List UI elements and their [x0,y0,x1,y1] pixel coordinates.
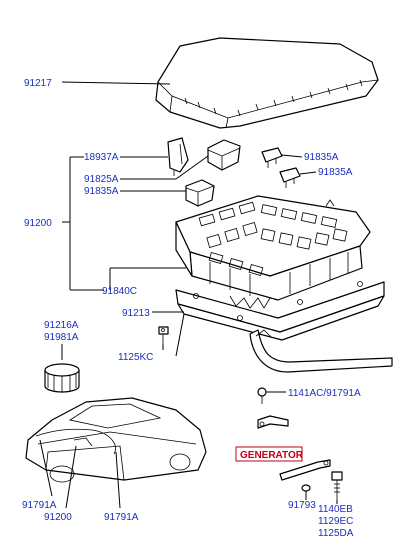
car-illustration [25,397,207,483]
label-relay-a: 18937A [84,152,119,163]
generator-tag: GENERATOR [235,446,304,462]
label-bolt-c: 1125DA [318,528,354,539]
label-relay-c: 91835A [84,186,119,197]
leader-car-mid [65,445,77,509]
label-bracket: 91213 [122,308,150,319]
fuse-box-cover [155,37,379,129]
label-nut: 91793 [288,500,316,511]
generator-tag-text: GENERATOR [240,450,304,461]
fuse-top [261,147,283,168]
label-relay-b: 91825A [84,174,119,185]
cap-part [44,363,80,393]
generator-cable [279,459,331,492]
label-bolt-b: 1129EC [318,516,353,527]
label-bolt-a: 1140EB [318,504,353,515]
label-fuse-bottom: 91835A [318,167,353,178]
label-cover: 91217 [24,78,52,89]
label-terminal: 1141AC/91791A [288,388,361,399]
terminal-1141ac [257,387,289,429]
label-cap-a: 91216A [44,320,79,331]
junction-box [175,195,385,341]
label-car-right: 91791A [104,512,139,523]
leader-car-left [39,439,53,497]
label-car-mid: 91200 [44,512,72,523]
leader-car-right [115,451,121,509]
group-bracket-91200 [62,156,104,291]
leader-fuse-top [281,154,303,158]
label-bolt: 1125KC [118,352,153,363]
label-cap-b: 91981A [44,332,79,343]
relay-91825a [207,139,241,171]
label-car-left: 91791A [22,500,57,511]
relay-91835a [185,179,215,207]
label-harness: 91840C [102,286,137,297]
label-fuse-top: 91835A [304,152,339,163]
bolt-1140eb [331,471,343,500]
fuse-bottom [279,167,301,188]
leader-bolt-2 [175,313,185,357]
leader-cover [61,81,171,85]
relay-18937a [167,137,189,176]
leader-fuse-bottom [299,171,317,175]
bolt-1125kc [158,326,169,344]
harness-cable [249,329,393,373]
leader-relay-b2 [175,155,209,180]
label-junction-box: 91200 [24,218,52,229]
